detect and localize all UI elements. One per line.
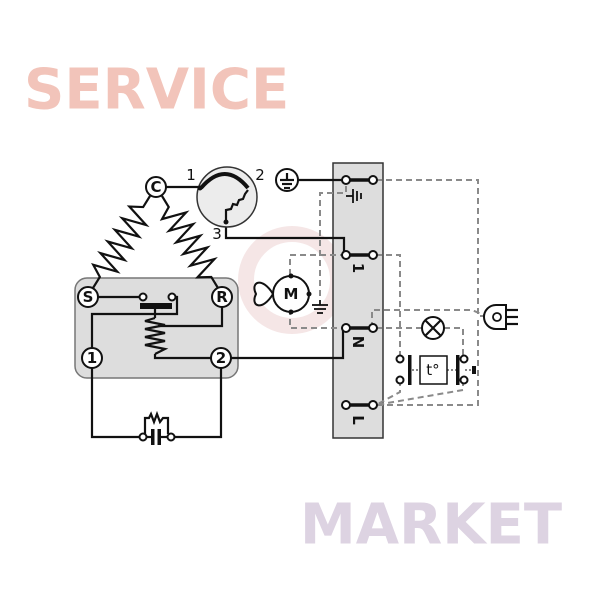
protector-pin-3: 3: [212, 225, 222, 243]
thermostat: t°: [395, 354, 476, 385]
motor-label: M: [284, 285, 299, 303]
relay-contact: [138, 292, 148, 302]
run-winding: [159, 195, 219, 289]
protector-pin-2: 2: [255, 166, 265, 184]
terminal-s: [77, 286, 99, 308]
fan-icon: [253, 281, 275, 307]
terminal-s-label: S: [83, 288, 94, 306]
fan-motor: M: [253, 273, 328, 315]
relay-terminal-2-label: 2: [216, 349, 226, 367]
ground-icon: [312, 300, 328, 314]
relay-contact: [167, 292, 177, 302]
watermark-market: MARKET: [300, 493, 562, 558]
watermark-service: SERVICE: [24, 58, 289, 123]
relay-contact-bar: [140, 303, 172, 309]
thermostat-label: t°: [426, 361, 439, 379]
terminal-dots: [341, 175, 378, 410]
relay-terminal-2: [210, 347, 232, 369]
terminal-c-label: C: [150, 178, 161, 196]
capacitor-icon: [138, 429, 176, 445]
terminal-r: [211, 286, 233, 308]
relay-coil: [144, 316, 169, 355]
watermark: SERVICE MARKET: [24, 58, 562, 558]
resistor-icon: [143, 410, 170, 434]
relay-terminal-1-label: 1: [87, 349, 97, 367]
terminal-c: [145, 176, 167, 198]
ground-icon: [346, 189, 362, 203]
ground-icon: [275, 168, 299, 192]
relay-box: [74, 277, 239, 379]
thermal-protector: 1 2 3: [186, 166, 265, 243]
terminal-n-label: N: [349, 336, 367, 349]
relay-terminal-1: [81, 347, 103, 369]
start-winding: [91, 195, 151, 289]
plug-icon: [483, 304, 518, 330]
terminal-l-label: L: [349, 415, 367, 425]
terminal-block: [332, 162, 384, 439]
protector-pin-1: 1: [186, 166, 196, 184]
terminal-r-label: R: [216, 288, 228, 306]
lamp-icon: [421, 316, 445, 340]
terminal-1-label: 1: [349, 263, 367, 273]
